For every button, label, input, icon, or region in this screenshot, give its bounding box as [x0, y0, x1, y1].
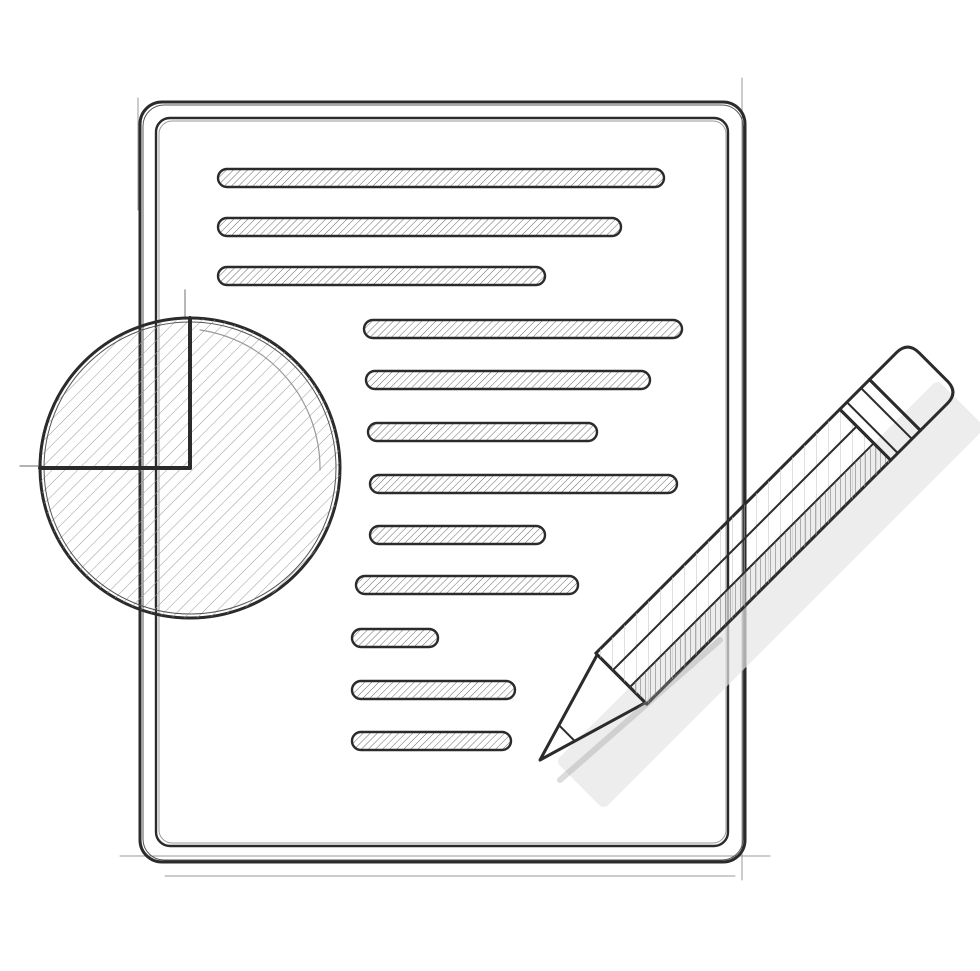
text-line	[364, 369, 652, 391]
text-line	[368, 524, 547, 546]
text-line	[368, 473, 679, 495]
text-line	[354, 574, 580, 596]
text-line	[366, 421, 599, 443]
text-line	[362, 318, 684, 340]
text-line	[350, 679, 517, 701]
document-text-lines	[216, 167, 684, 752]
pencil-icon	[538, 345, 980, 808]
pie-chart-icon	[19, 289, 342, 620]
text-line	[350, 627, 440, 649]
text-line	[216, 167, 666, 189]
text-line	[216, 265, 547, 287]
text-line	[350, 730, 513, 752]
text-line	[216, 216, 623, 238]
